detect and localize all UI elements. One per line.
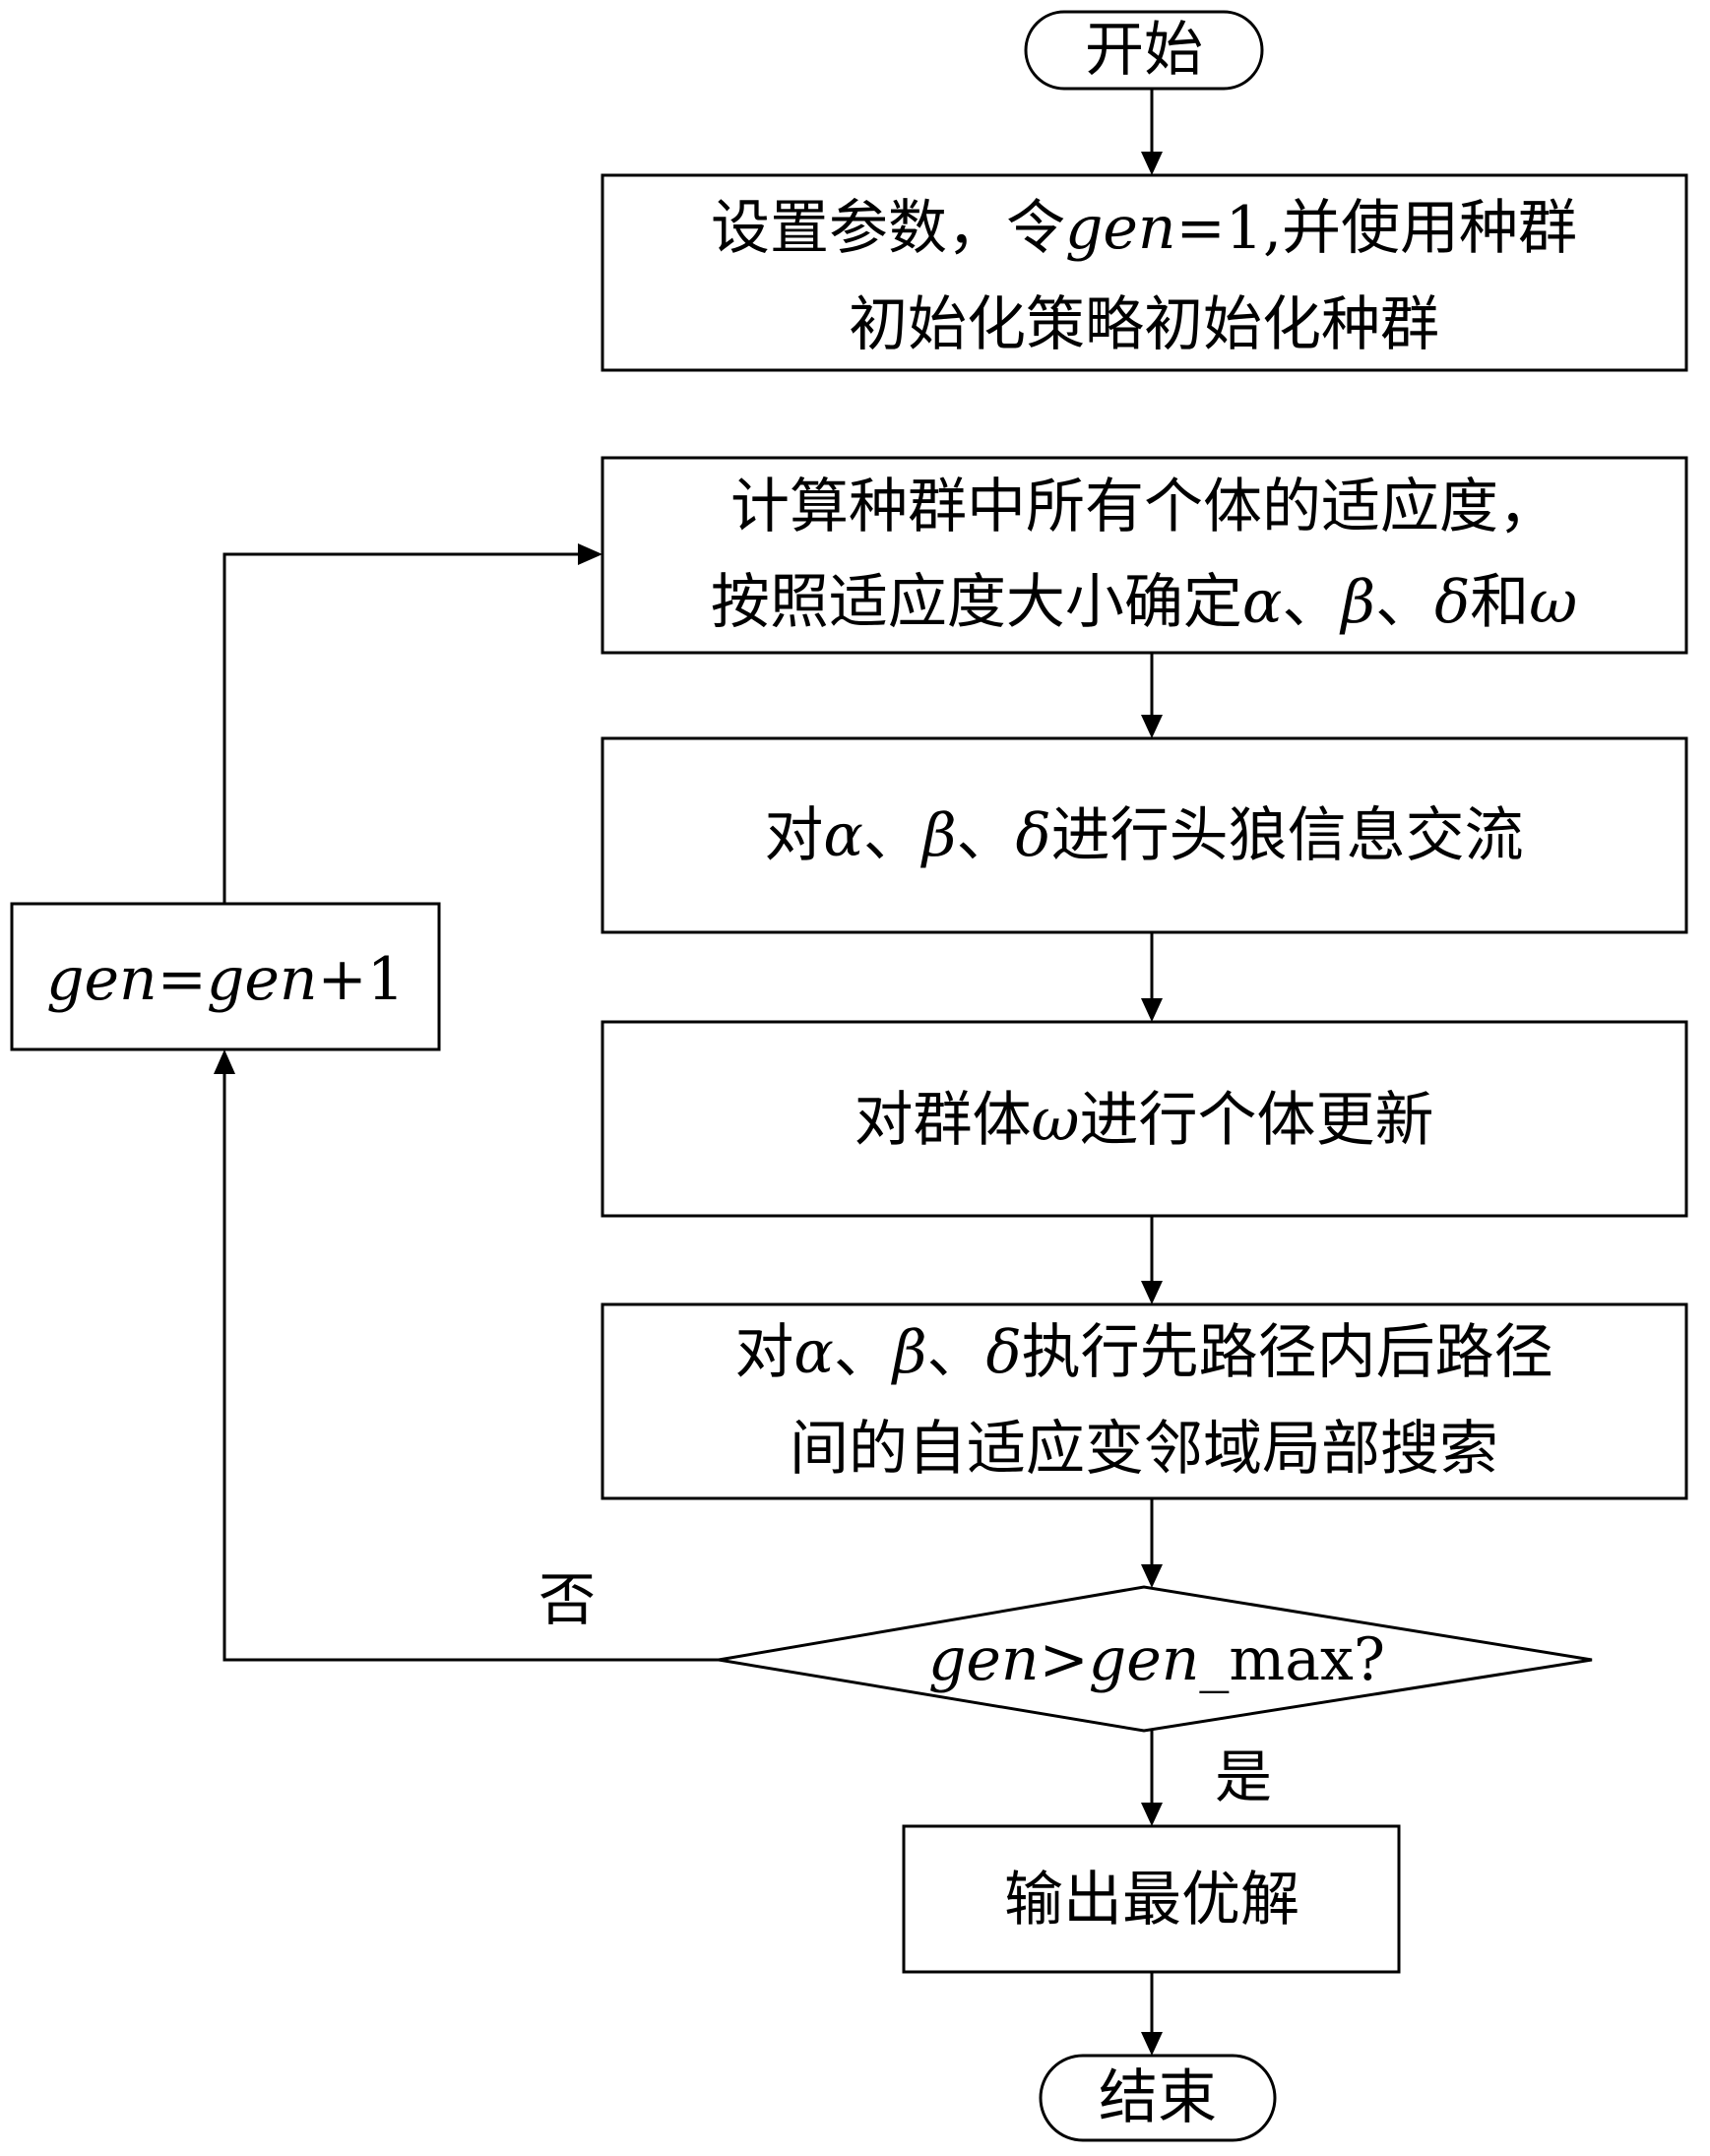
math-symbol: gen: [46, 945, 158, 1014]
text-run: 和: [1470, 568, 1529, 637]
text-run: =1,并使用种群: [1176, 194, 1578, 263]
leader-exchange-node: 对α、β、δ进行头狼信息交流: [601, 736, 1688, 934]
text-run: 计算种群中所有个体的适应度，: [730, 473, 1557, 541]
init-params-text-line1: 设置参数，令gen=1,并使用种群: [711, 194, 1577, 263]
arrow-increment-to-fitness: [222, 543, 602, 904]
arrow-fitness-to-exchange: [1141, 653, 1163, 738]
text-run: 按照适应度大小确定: [711, 568, 1242, 637]
math-symbol: α: [1242, 568, 1283, 637]
fitness-text-line2: 按照适应度大小确定α、β、δ和ω: [711, 568, 1577, 637]
output-text: 输出最优解: [1004, 1866, 1299, 1934]
text-run: 间的自适应变邻域局部搜索: [790, 1415, 1498, 1484]
text-run: 设置参数，令: [711, 194, 1065, 263]
branch-label-no: 否: [538, 1566, 596, 1633]
fitness-node: 计算种群中所有个体的适应度， 按照适应度大小确定α、β、δ和ω: [601, 456, 1688, 655]
text-run: 、: [1282, 568, 1341, 637]
text-run: 、: [1375, 568, 1434, 637]
individual-update-node: 对群体ω进行个体更新: [601, 1020, 1688, 1218]
text-run: 、: [863, 801, 922, 870]
init-params-node: 设置参数，令gen=1,并使用种群 初始化策略初始化种群: [601, 173, 1688, 372]
text-run: 、: [957, 801, 1016, 870]
start-label: 开始: [1085, 16, 1203, 85]
arrow-decision-to-output: [1141, 1730, 1163, 1826]
text-run: 对: [734, 1318, 793, 1387]
arrow-start-to-init: [1141, 89, 1163, 175]
math-symbol: gen: [928, 1625, 1040, 1694]
text-run: 执行先路径内后路径: [1022, 1318, 1553, 1387]
termination-decision-node: gen>gen_max?: [718, 1585, 1593, 1733]
text-run: 对群体: [855, 1086, 1032, 1155]
text-run: 初始化策略初始化种群: [849, 290, 1439, 359]
increment-gen-text: gen=gen+1: [46, 945, 405, 1014]
math-symbol: δ: [986, 1318, 1022, 1387]
math-symbol: gen: [207, 945, 318, 1014]
text-run: =: [158, 945, 207, 1014]
leader-exchange-text: 对α、β、δ进行头狼信息交流: [764, 801, 1523, 870]
math-symbol: δ: [1434, 568, 1470, 637]
end-label: 结束: [1099, 2063, 1217, 2132]
output-node: 输出最优解: [902, 1824, 1401, 1974]
text-run: 、: [834, 1318, 893, 1387]
text-run: 、: [927, 1318, 986, 1387]
branch-label-yes: 是: [1215, 1744, 1272, 1810]
text-run: _max?: [1199, 1625, 1385, 1694]
text-run: 进行头狼信息交流: [1051, 801, 1524, 870]
end-node: 结束: [1039, 2054, 1277, 2142]
arrow-output-to-end: [1141, 1972, 1163, 2056]
text-run: 进行个体更新: [1079, 1086, 1433, 1155]
math-symbol: α: [793, 1318, 834, 1387]
text-run: >: [1040, 1625, 1089, 1694]
arrow-search-to-decision: [1141, 1498, 1163, 1588]
math-symbol: β: [891, 1318, 927, 1387]
math-symbol: β: [920, 801, 957, 870]
math-symbol: α: [823, 801, 863, 870]
local-search-node: 对α、β、δ执行先路径内后路径 间的自适应变邻域局部搜索: [601, 1302, 1688, 1500]
arrow-exchange-to-update: [1141, 932, 1163, 1022]
math-symbol: ω: [1032, 1086, 1080, 1155]
arrow-decision-no-to-increment: [214, 1049, 719, 1662]
increment-gen-node: gen=gen+1: [10, 902, 441, 1051]
individual-update-text: 对群体ω进行个体更新: [855, 1086, 1434, 1155]
math-symbol: gen: [1065, 194, 1176, 263]
text-run: 对: [764, 801, 823, 870]
init-params-text-line2: 初始化策略初始化种群: [849, 290, 1439, 359]
math-symbol: gen: [1089, 1625, 1200, 1694]
text-run: +1: [317, 945, 404, 1014]
start-node: 开始: [1024, 10, 1264, 91]
local-search-text-line1: 对α、β、δ执行先路径内后路径: [734, 1318, 1552, 1387]
math-symbol: β: [1339, 568, 1375, 637]
local-search-text-line2: 间的自适应变邻域局部搜索: [790, 1415, 1498, 1484]
termination-decision-text: gen>gen_max?: [928, 1625, 1385, 1694]
math-symbol: ω: [1529, 568, 1577, 637]
math-symbol: δ: [1016, 801, 1051, 870]
arrow-update-to-search: [1141, 1216, 1163, 1304]
fitness-text-line1: 计算种群中所有个体的适应度，: [730, 473, 1557, 541]
